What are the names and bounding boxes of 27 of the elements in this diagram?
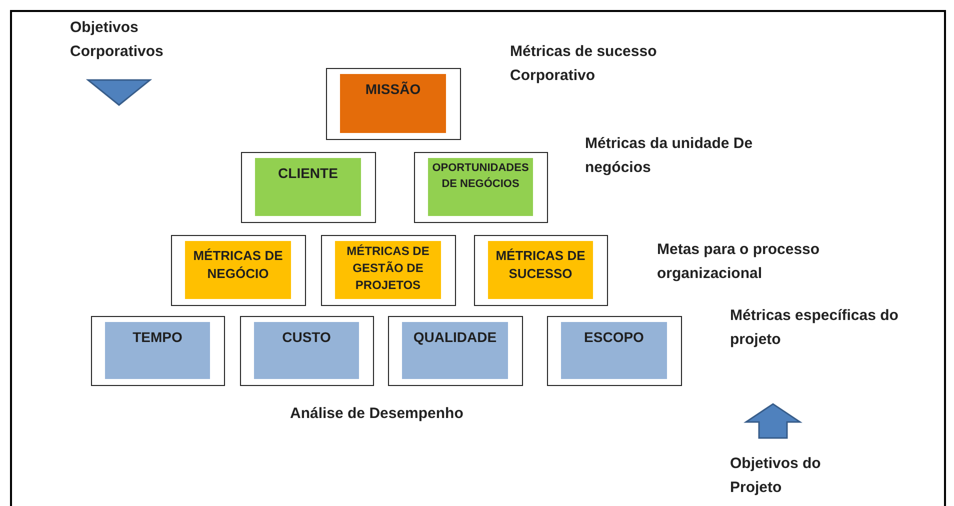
box-frame [91,316,225,386]
box-frame [326,68,461,140]
box-frame [321,235,456,306]
box-frame [388,316,523,386]
box-frame [474,235,608,306]
level-box: MÉTRICAS DE SUCESSO [488,241,593,299]
level-label: Métricas específicas do projeto [730,306,900,350]
level-box: OPORTUNIDADES DE NEGÓCIOS [428,158,533,216]
box-frame [241,152,376,223]
level-label: Métricas da unidade De negócios [585,134,754,178]
level-box: MÉTRICAS DE NEGÓCIO [185,241,291,299]
box-frame [414,152,548,223]
box-frame [240,316,374,386]
box-frame [171,235,306,306]
level-box: QUALIDADE [402,322,508,379]
level-label: Objetivos do Projeto [730,454,822,498]
level-label: Análise de Desempenho [290,404,464,424]
level-label: Objetivos Corporativos [70,18,164,62]
level-box: MISSÃO [340,74,446,133]
box-frame [547,316,682,386]
level-box: TEMPO [105,322,210,379]
level-label: Métricas de sucesso Corporativo [510,42,658,86]
level-box: CLIENTE [255,158,361,216]
level-box: MÉTRICAS DE GESTÃO DE PROJETOS [335,241,441,299]
level-box: CUSTO [254,322,359,379]
level-label: Metas para o processo organizacional [657,240,821,284]
level-box: ESCOPO [561,322,667,379]
